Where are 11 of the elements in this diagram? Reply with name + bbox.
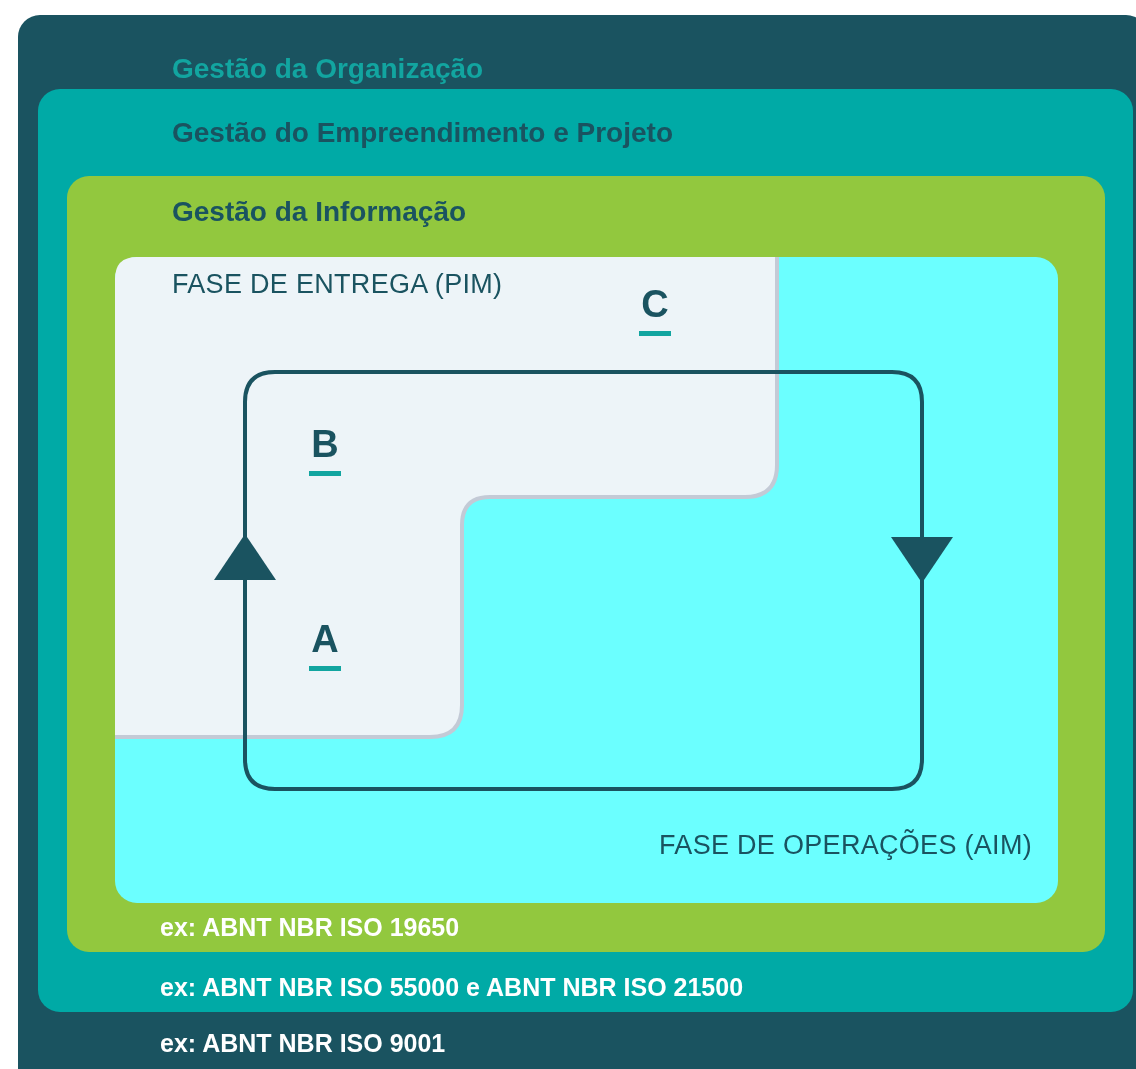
standard-note: ex: ABNT NBR ISO 9001: [160, 1029, 446, 1058]
panel-title: Gestão da Informação: [172, 196, 467, 228]
standard-note: ex: ABNT NBR ISO 55000 e ABNT NBR ISO 21500: [160, 973, 744, 1002]
standard-note: ex: ABNT NBR ISO 19650: [160, 913, 460, 942]
delivery-phase-area: [115, 257, 777, 737]
phase-label: FASE DE ENTREGA (PIM): [172, 269, 503, 300]
operations-phase-area: [115, 257, 1058, 903]
panel-title: Gestão da Organização: [172, 53, 484, 85]
panel-title: Gestão do Empreendimento e Projeto: [172, 117, 673, 149]
phase-label: FASE DE OPERAÇÕES (AIM): [659, 830, 1032, 861]
management-panel: [67, 176, 1105, 952]
